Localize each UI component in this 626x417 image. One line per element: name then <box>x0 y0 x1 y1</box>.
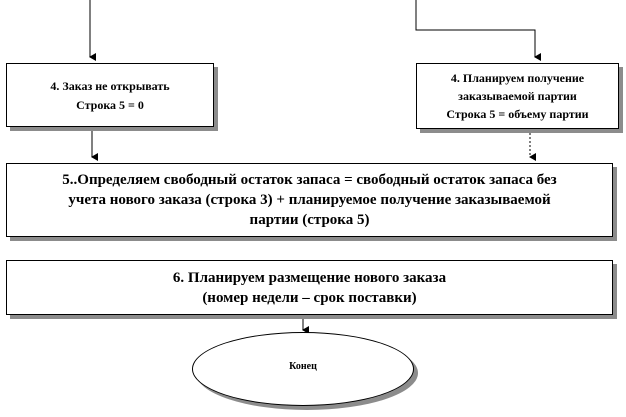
step4-right-line3: Строка 5 = объему партии <box>446 107 589 121</box>
step5-free-stock-box: 5..Определяем свободный остаток запаса =… <box>6 163 613 237</box>
step5-line3: партии (строка 5) <box>249 212 370 228</box>
step4-no-order-box: 4. Заказ не открывать Строка 5 = 0 <box>6 63 214 127</box>
step4-plan-receipt-box: 4. Планируем получение заказываемой парт… <box>416 63 619 129</box>
step6-place-order-box: 6. Планируем размещение нового заказа (н… <box>6 260 613 315</box>
connector-top-right <box>415 0 541 61</box>
step4-left-line1: 4. Заказ не открывать <box>50 79 170 93</box>
step4-left-line2: Строка 5 = 0 <box>76 98 144 112</box>
end-terminator: Конец <box>192 332 414 406</box>
step5-line2: учета нового заказа (строка 3) + планиру… <box>68 192 551 208</box>
step6-line2: (номер недели – срок поставки) <box>202 289 417 306</box>
step4-right-line2: заказываемой партии <box>458 89 577 103</box>
step6-line1: 6. Планируем размещение нового заказа <box>172 269 447 286</box>
step4-right-line1: 4. Планируем получение <box>450 71 585 85</box>
step5-line1: 5..Определяем свободный остаток запаса =… <box>62 172 557 188</box>
end-label: Конец <box>289 360 317 372</box>
